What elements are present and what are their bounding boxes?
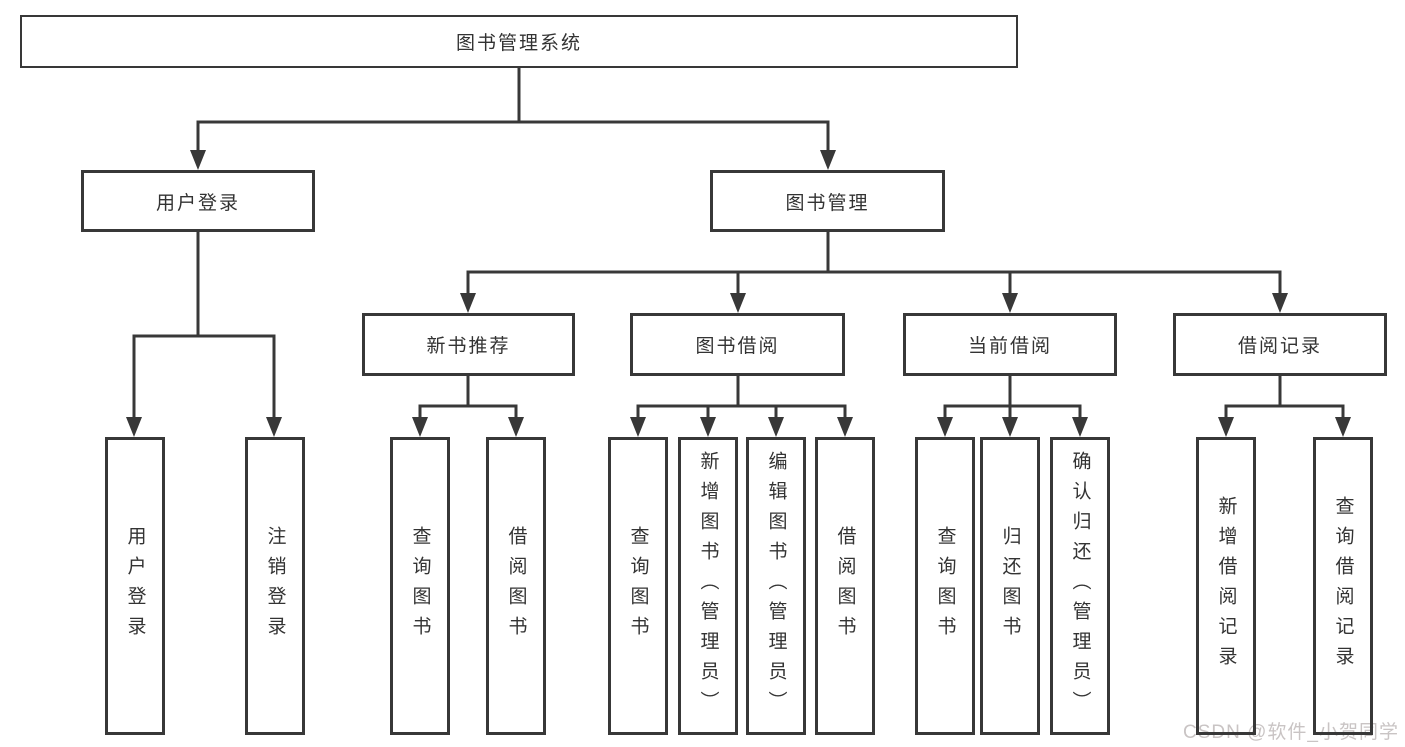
- arrow-down-icon: [937, 417, 953, 437]
- node-book-borrow: 图书借阅: [630, 313, 845, 376]
- arrow-down-icon: [1272, 293, 1288, 313]
- arrow-down-icon: [630, 417, 646, 437]
- leaf-borrow-books-1: 借阅图书: [486, 437, 546, 735]
- arrow-down-icon: [837, 417, 853, 437]
- leaf-query-books-3: 查询图书: [915, 437, 975, 735]
- leaf-add-borrow-record: 新增借阅记录: [1196, 437, 1256, 735]
- node-book-management: 图书管理: [710, 170, 945, 232]
- leaf-label: 新增图书（管理员）: [697, 451, 719, 721]
- leaf-user-login: 用户登录: [105, 437, 165, 735]
- leaf-label: 借阅图书: [834, 526, 856, 646]
- connector-current: [943, 376, 1082, 419]
- leaf-edit-books-admin: 编辑图书（管理员）: [746, 437, 806, 735]
- node-new-book-recommend: 新书推荐: [362, 313, 575, 376]
- arrow-down-icon: [460, 293, 476, 313]
- arrow-down-icon: [1335, 417, 1351, 437]
- arrow-down-icon: [1002, 293, 1018, 313]
- arrow-down-icon: [730, 293, 746, 313]
- leaf-query-books-1: 查询图书: [390, 437, 450, 735]
- leaf-label: 借阅图书: [505, 526, 527, 646]
- connector-borrow: [636, 376, 847, 419]
- leaf-query-borrow-record: 查询借阅记录: [1313, 437, 1373, 735]
- leaf-label: 归还图书: [999, 526, 1021, 646]
- node-current-borrow: 当前借阅: [903, 313, 1117, 376]
- leaf-label: 注销登录: [264, 526, 286, 646]
- arrow-down-icon: [508, 417, 524, 437]
- leaf-return-books: 归还图书: [980, 437, 1040, 735]
- leaf-label: 编辑图书（管理员）: [765, 451, 787, 721]
- csdn-watermark: CSDN @软件_小贺同学: [1183, 722, 1399, 743]
- connector-new-book: [418, 376, 518, 419]
- leaf-label: 查询图书: [934, 526, 956, 646]
- arrow-down-icon: [266, 417, 282, 437]
- leaf-add-books-admin: 新增图书（管理员）: [678, 437, 738, 735]
- connector-user-login: [132, 232, 276, 419]
- leaf-confirm-return-admin: 确认归还（管理员）: [1050, 437, 1110, 735]
- node-root-library-system: 图书管理系统: [20, 15, 1018, 68]
- connector-root: [196, 68, 830, 152]
- arrow-down-icon: [1072, 417, 1088, 437]
- arrow-down-icon: [1218, 417, 1234, 437]
- leaf-label: 确认归还（管理员）: [1069, 451, 1091, 721]
- arrow-down-icon: [126, 417, 142, 437]
- arrow-down-icon: [412, 417, 428, 437]
- arrow-down-icon: [820, 150, 836, 170]
- leaf-label: 新增借阅记录: [1215, 496, 1237, 676]
- node-borrow-records: 借阅记录: [1173, 313, 1387, 376]
- leaf-label: 用户登录: [124, 526, 146, 646]
- connector-book-mgmt: [466, 232, 1282, 295]
- leaf-label: 查询图书: [409, 526, 431, 646]
- arrow-down-icon: [768, 417, 784, 437]
- leaf-borrow-books-2: 借阅图书: [815, 437, 875, 735]
- leaf-query-books-2: 查询图书: [608, 437, 668, 735]
- leaf-label: 查询图书: [627, 526, 649, 646]
- arrowheads: [126, 150, 1351, 437]
- arrow-down-icon: [700, 417, 716, 437]
- node-user-login: 用户登录: [81, 170, 315, 232]
- arrow-down-icon: [1002, 417, 1018, 437]
- leaf-logout: 注销登录: [245, 437, 305, 735]
- connector-records: [1224, 376, 1345, 419]
- arrow-down-icon: [190, 150, 206, 170]
- leaf-label: 查询借阅记录: [1332, 496, 1354, 676]
